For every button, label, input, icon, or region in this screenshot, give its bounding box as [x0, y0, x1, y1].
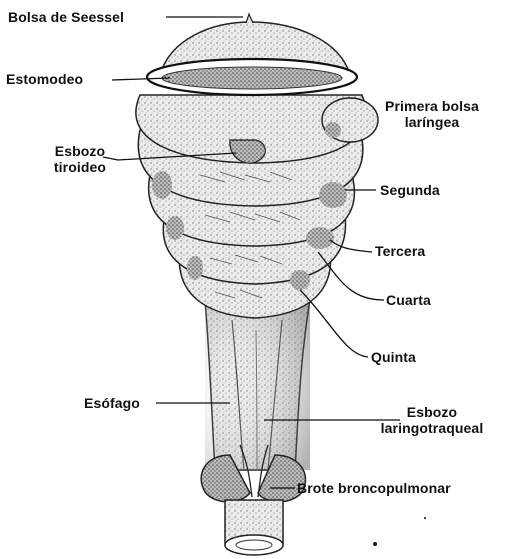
- label-esbozo-tiroideo-line2: tiroideo: [44, 159, 116, 175]
- label-primera-bolsa: Primera bolsa laríngea: [368, 98, 496, 130]
- label-esbozo-laringotraqueal: Esbozo laringotraqueal: [362, 404, 502, 436]
- stray-dot: [373, 542, 377, 546]
- label-primera-bolsa-line1: Primera bolsa: [368, 98, 496, 114]
- label-esbozo-tiroideo-line1: Esbozo: [44, 143, 116, 159]
- label-segunda: Segunda: [380, 182, 440, 198]
- label-brote-broncopulmonar: Brote broncopulmonar: [297, 480, 451, 496]
- label-cuarta: Cuarta: [386, 292, 431, 308]
- label-estomodeo: Estomodeo: [6, 71, 83, 87]
- label-esofago: Esófago: [84, 395, 140, 411]
- tube-shape: [205, 300, 310, 470]
- label-esbozo-laringo-line1: Esbozo: [362, 404, 502, 420]
- label-primera-bolsa-line2: laríngea: [368, 114, 496, 130]
- trachea-stump-shape: [225, 500, 283, 555]
- label-esbozo-tiroideo: Esbozo tiroideo: [44, 143, 116, 175]
- stray-dot-2: [424, 517, 426, 519]
- label-esbozo-laringo-line2: laringotraqueal: [362, 420, 502, 436]
- pharynx-body-shape: [136, 14, 378, 318]
- label-quinta: Quinta: [371, 349, 416, 365]
- label-bolsa-seessel: Bolsa de Seessel: [8, 9, 124, 25]
- label-tercera: Tercera: [375, 243, 425, 259]
